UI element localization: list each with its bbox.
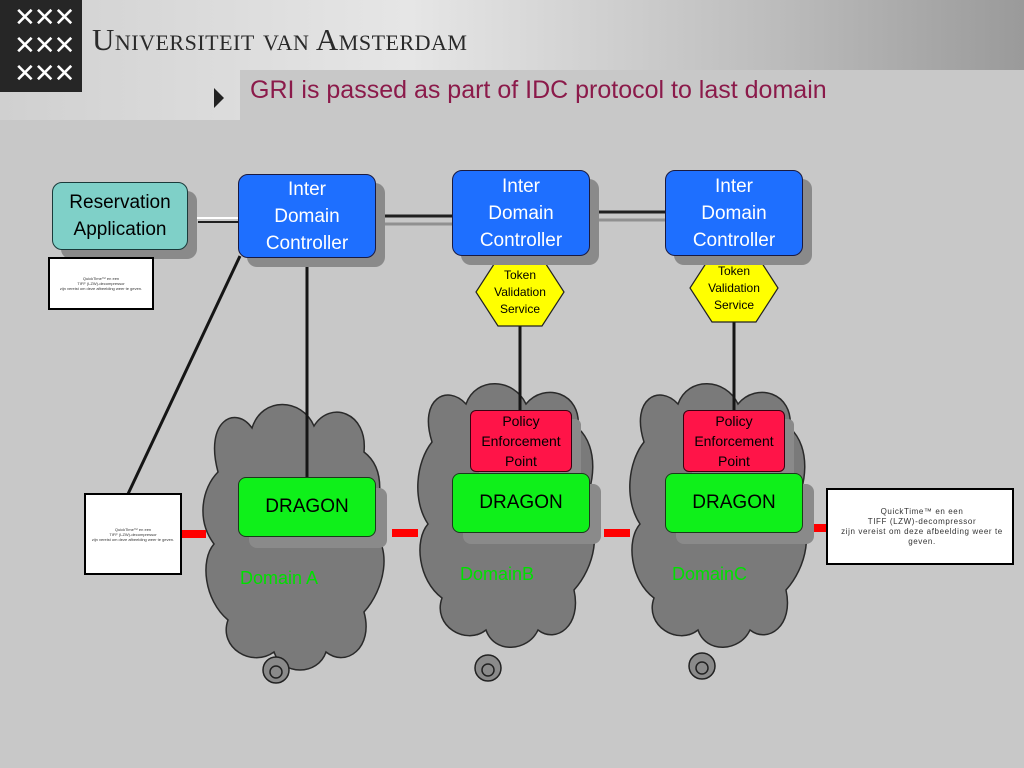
uva-crosses-logo-icon: ✕✕✕ ✕✕✕ ✕✕✕: [14, 3, 75, 89]
policy-enforcement-point-b: Policy Enforcement Point: [470, 410, 572, 472]
idc-domain-a: Inter Domain Controller: [238, 174, 376, 258]
slide-title: GRI is passed as part of IDC protocol to…: [250, 76, 827, 104]
tvs-b-hexagon: [475, 257, 565, 327]
token-validation-service-b: Token Validation Service: [494, 267, 546, 316]
idc-domain-c: Inter Domain Controller: [665, 170, 803, 256]
domain-c-label: DomainC: [672, 564, 748, 584]
policy-enforcement-point-c: Policy Enforcement Point: [683, 410, 785, 472]
dragon-domain-a: DRAGON: [238, 477, 376, 537]
reservation-application: Reservation Application: [52, 182, 188, 250]
uva-logo: ✕✕✕ ✕✕✕ ✕✕✕: [0, 0, 82, 92]
quicktime-placeholder-2: QuickTime™ en een TIFF (LZW)-decompresso…: [84, 493, 182, 575]
token-validation-service-c: Token Validation Service: [708, 263, 760, 312]
domain-b-label: DomainB: [460, 564, 535, 584]
slide-header: ✕✕✕ ✕✕✕ ✕✕✕ Universiteit van Amsterdam: [0, 0, 1024, 120]
quicktime-placeholder-1: QuickTime™ en een TIFF (LZW)-decompresso…: [48, 257, 154, 310]
cloud-domain-a-icon: [202, 403, 385, 684]
idc-domain-b: Inter Domain Controller: [452, 170, 590, 256]
university-name: Universiteit van Amsterdam: [92, 22, 468, 57]
domain-a-label: Domain A: [240, 568, 319, 588]
quicktime-placeholder-3: QuickTime™ en een TIFF (LZW)-decompresso…: [826, 488, 1014, 565]
triangle-arrow-icon: [214, 88, 224, 108]
dragon-domain-b: DRAGON: [452, 473, 590, 533]
dragon-domain-c: DRAGON: [665, 473, 803, 533]
control-links: [126, 210, 736, 495]
header-stripe: [240, 70, 1024, 120]
